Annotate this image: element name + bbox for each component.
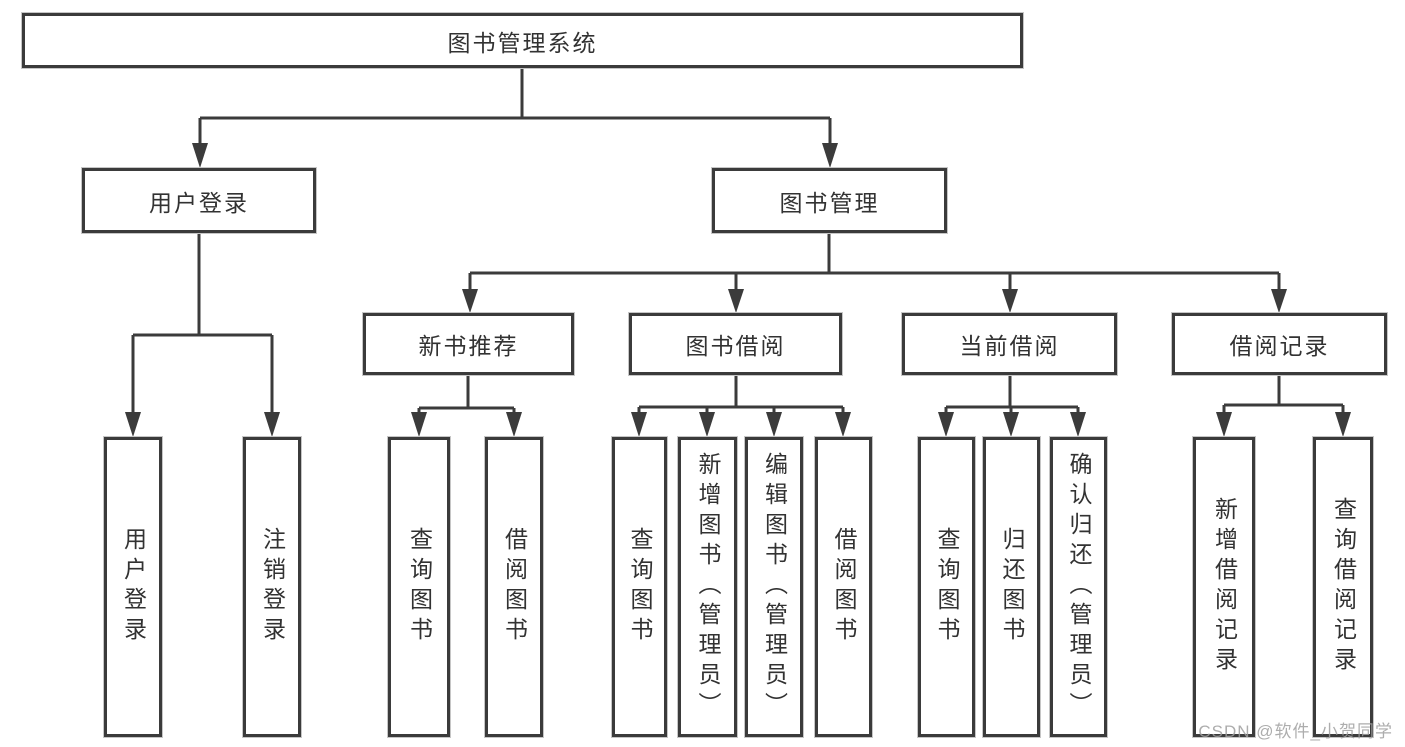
connector-userlogin-to-leaves [131,233,274,414]
node-user-login-label: 用户登录 [149,189,249,216]
node-new-book-recommend: 新书推荐 [363,313,574,375]
leaf-newbooks-query-book: 查询图书 [388,437,450,737]
leaf-borrow-edit-book-admin: 编辑图书（管理员） [745,437,803,737]
connector-currentborrow-to-leaves [944,375,1080,414]
node-book-borrow: 图书借阅 [629,313,842,375]
connector-bookmgmt-to-level3 [468,233,1281,290]
node-borrow-records-label: 借阅记录 [1229,333,1330,359]
node-current-borrow: 当前借阅 [902,313,1117,375]
node-new-book-recommend-label: 新书推荐 [418,333,519,359]
leaf-borrow-borrow-book: 借阅图书 [815,437,872,737]
connector-root-to-level2 [198,68,832,144]
arrowheads [125,143,1351,437]
leaf-current-return-book: 归还图书 [983,437,1040,737]
node-book-management-label: 图书管理 [779,189,880,216]
connector-bookborrow-to-leaves [637,375,845,414]
leaf-user-login: 用户登录 [104,437,162,737]
leaf-records-query-record: 查询借阅记录 [1313,437,1373,737]
connector-newbooks-to-leaves [417,375,516,414]
leaf-records-add-record: 新增借阅记录 [1193,437,1255,737]
node-root: 图书管理系统 [22,13,1023,68]
node-book-management: 图书管理 [712,168,947,233]
node-current-borrow-label: 当前借阅 [959,333,1060,359]
leaf-borrow-add-book-admin: 新增图书（管理员） [678,437,737,737]
leaf-newbooks-borrow-book: 借阅图书 [485,437,543,737]
node-user-login: 用户登录 [82,168,316,233]
node-borrow-records: 借阅记录 [1172,313,1387,375]
watermark: CSDN @软件_小贺同学 [1198,722,1393,741]
node-book-borrow-label: 图书借阅 [685,333,786,359]
leaf-current-query-book: 查询图书 [918,437,975,737]
node-root-label: 图书管理系统 [447,29,598,56]
leaf-current-confirm-return-admin: 确认归还（管理员） [1050,437,1107,737]
leaf-logout: 注销登录 [243,437,301,737]
connector-records-to-leaves [1222,375,1345,414]
leaf-borrow-query-book: 查询图书 [612,437,667,737]
